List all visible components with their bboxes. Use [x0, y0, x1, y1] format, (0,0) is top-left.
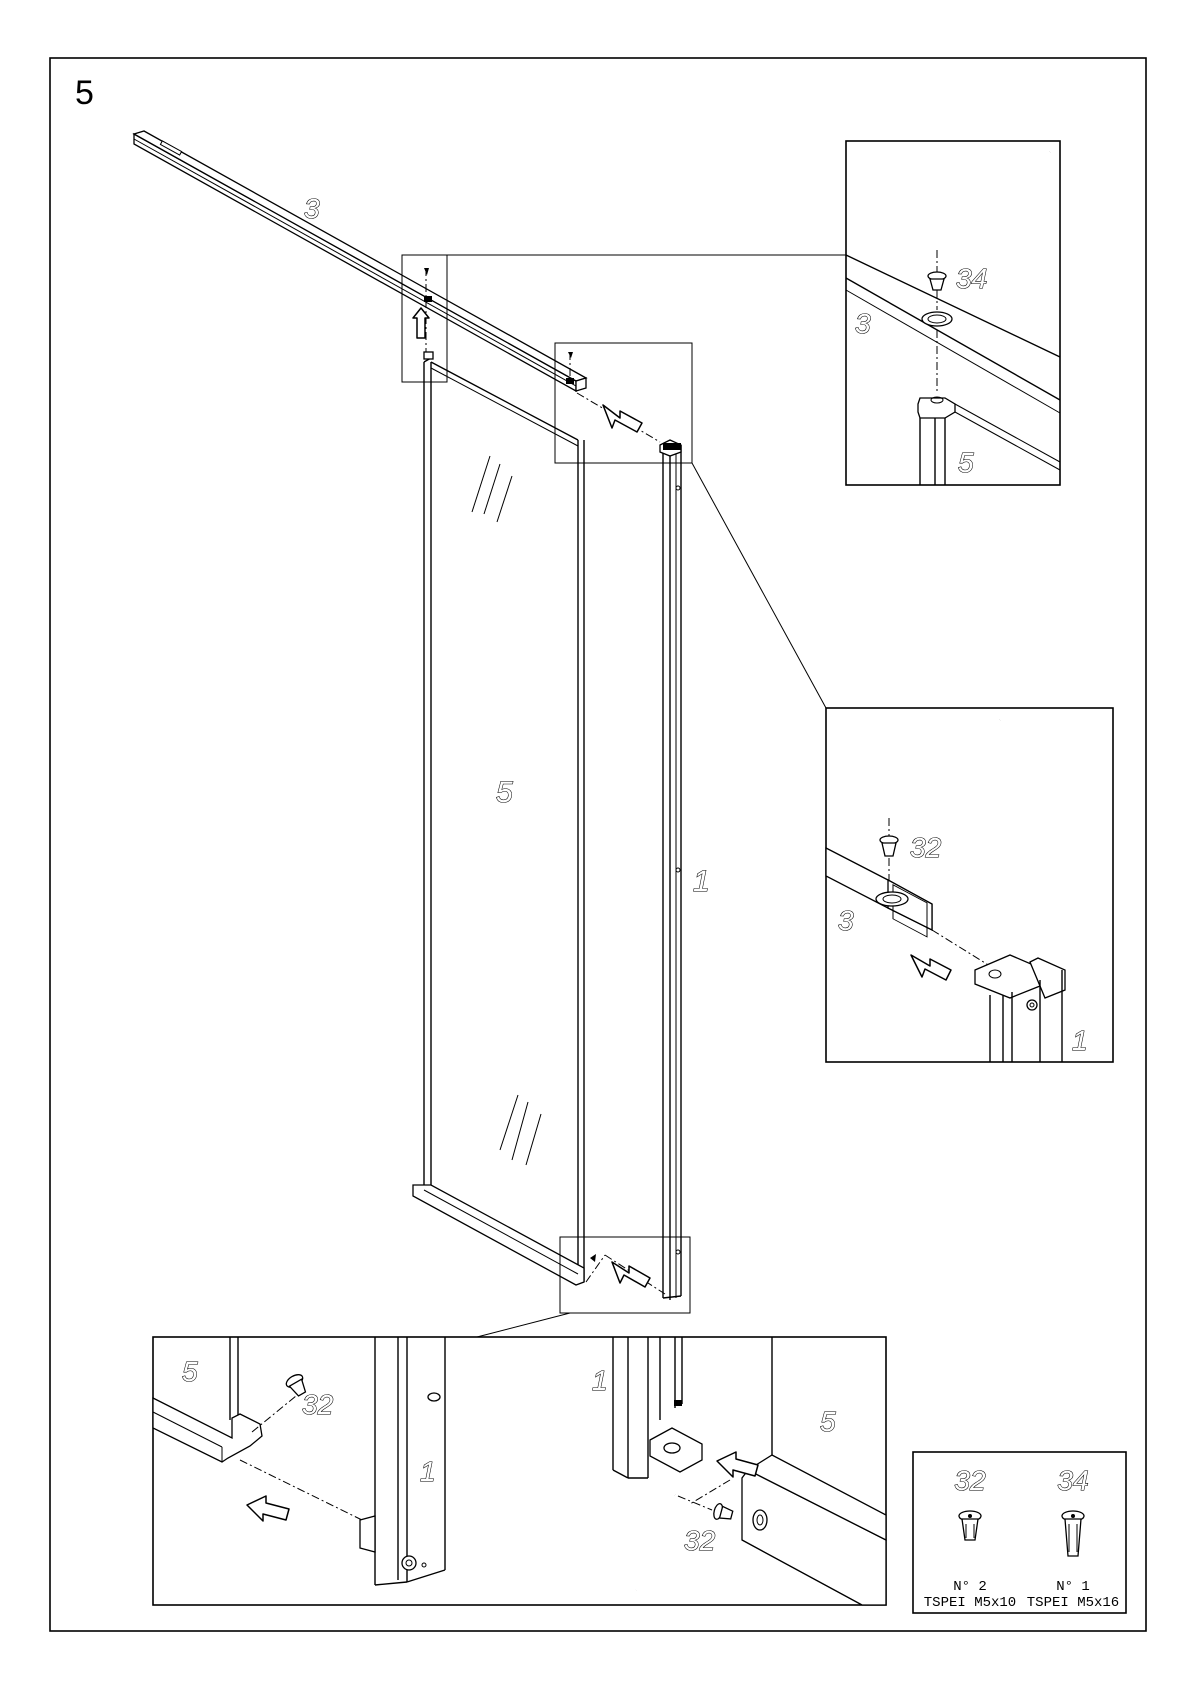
legend-part-number: 32: [954, 1465, 986, 1496]
label-profile-right: 1: [592, 1365, 608, 1396]
arrow-left-icon: [612, 1262, 650, 1287]
legend-spec: TSPEI M5x16: [1027, 1595, 1119, 1611]
label-screw-32-left: 32: [302, 1389, 334, 1420]
arrow-up-icon: [413, 308, 429, 338]
label-profile-left: 1: [420, 1456, 436, 1487]
label-glass-left: 5: [182, 1356, 198, 1387]
glass-panel: [413, 358, 584, 1285]
arrow-left-icon: [603, 405, 642, 432]
detail-bottom: 5 32 1 1 5 32: [153, 1337, 886, 1605]
detail-right: 32 3 1: [826, 708, 1113, 1062]
label-screw-34: 34: [956, 263, 987, 294]
top-rail: [134, 131, 586, 391]
label-top-rail: 3: [304, 193, 320, 224]
legend-spec: TSPEI M5x10: [924, 1595, 1016, 1611]
detail-top: 34 3 5: [846, 141, 1060, 485]
label-glass: 5: [958, 447, 974, 478]
step-number: 5: [75, 74, 94, 112]
label-screw-32-right: 32: [684, 1525, 716, 1556]
legend-part-number: 34: [1057, 1465, 1088, 1496]
main-assembly: 3 5 1: [134, 131, 846, 1337]
label-wall-profile: 1: [693, 865, 710, 898]
label-glass-panel: 5: [496, 776, 513, 809]
label-profile: 1: [1072, 1025, 1088, 1056]
legend-quantity: N° 1: [1056, 1579, 1090, 1595]
parts-legend: 32 N° 2 TSPEI M5x10 34 N° 1 TSPEI M5x16: [913, 1452, 1126, 1613]
wall-profile: [660, 440, 681, 1300]
label-rail: 3: [855, 308, 871, 339]
label-rail: 3: [838, 905, 854, 936]
label-screw-32: 32: [910, 832, 942, 863]
label-glass-right: 5: [820, 1406, 836, 1437]
legend-quantity: N° 2: [953, 1579, 987, 1595]
